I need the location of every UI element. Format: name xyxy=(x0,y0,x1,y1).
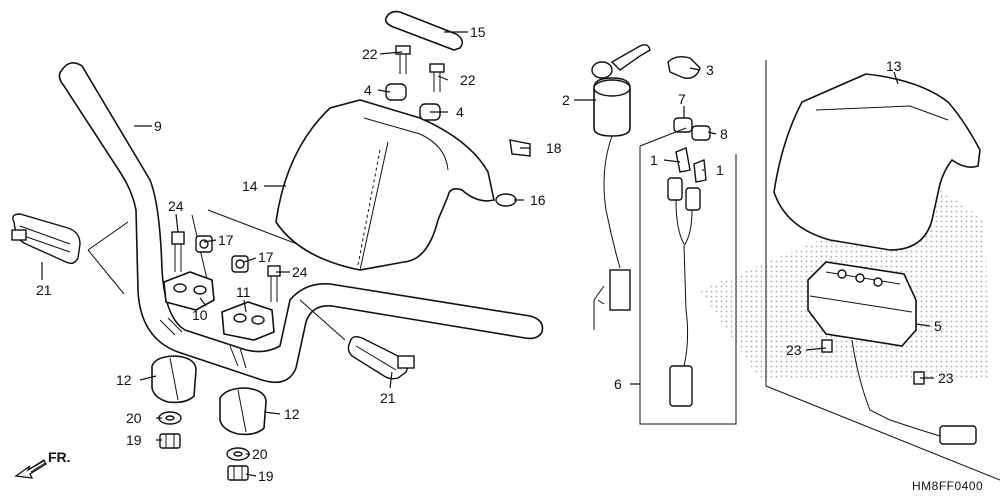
screw-22-a xyxy=(395,45,411,74)
grommet-16 xyxy=(495,193,517,207)
upper-holder-10 xyxy=(163,271,215,311)
bolt-24-left xyxy=(171,231,185,272)
cable-band-right xyxy=(347,335,415,380)
callout-15: 15 xyxy=(470,24,486,40)
diagram-code: HM8FF0400 xyxy=(912,479,983,493)
callout-12-a: 12 xyxy=(116,372,132,388)
lower-holder-12-left xyxy=(151,355,197,404)
callout-24-a: 24 xyxy=(168,198,184,214)
screw-22-b xyxy=(429,63,445,92)
front-arrow-icon xyxy=(14,459,47,479)
callout-23-a: 23 xyxy=(786,342,802,358)
guide-lines xyxy=(87,209,361,341)
ignition-switch-2 xyxy=(591,43,651,330)
grommet-4-a xyxy=(385,83,407,101)
meter-cover-13 xyxy=(773,73,981,251)
callout-14: 14 xyxy=(242,178,258,194)
callout-2: 2 xyxy=(562,92,570,108)
cap-3 xyxy=(667,55,701,79)
washer-20-left xyxy=(158,411,182,425)
nut-19-right xyxy=(227,465,249,481)
callout-22-b: 22 xyxy=(460,72,476,88)
callout-16: 16 xyxy=(530,192,546,208)
handlebar-pipe xyxy=(58,62,544,384)
nut-19-left xyxy=(159,433,181,449)
screw-23-a xyxy=(821,339,833,353)
meter-frame xyxy=(765,60,1000,481)
nut-17-b xyxy=(231,255,249,273)
callout-18: 18 xyxy=(546,140,562,156)
callout-7: 7 xyxy=(678,91,686,107)
callout-23-b: 23 xyxy=(938,370,954,386)
callout-17-b: 17 xyxy=(258,249,274,265)
callout-4-a: 4 xyxy=(364,82,372,98)
callout-10: 10 xyxy=(192,307,208,323)
callout-3: 3 xyxy=(706,62,714,78)
bulb-1-b xyxy=(693,159,707,183)
callout-20-a: 20 xyxy=(126,410,142,426)
callout-20-b: 20 xyxy=(252,446,268,462)
callout-21-a: 21 xyxy=(36,282,52,298)
callout-8: 8 xyxy=(720,126,728,142)
bulb-1-a xyxy=(675,147,691,173)
callout-1-b: 1 xyxy=(716,162,724,178)
callout-5: 5 xyxy=(934,318,942,334)
callout-12-b: 12 xyxy=(284,406,300,422)
callout-11: 11 xyxy=(236,284,251,300)
handlebar-cover-14 xyxy=(275,99,495,271)
callout-24-b: 24 xyxy=(292,264,308,280)
washer-20-right xyxy=(226,447,250,461)
nut-17-a xyxy=(195,235,213,253)
upper-holder-11 xyxy=(221,301,275,341)
callout-9: 9 xyxy=(154,118,162,134)
callout-22-a: 22 xyxy=(362,46,378,62)
rubber-pad-15 xyxy=(384,10,464,51)
bolt-24-right xyxy=(267,265,281,302)
cable-band-left xyxy=(11,213,81,265)
callout-17-a: 17 xyxy=(218,232,234,248)
callout-19-a: 19 xyxy=(126,432,142,448)
lower-holder-12-right xyxy=(219,387,267,436)
meter-5 xyxy=(807,261,977,445)
cap-8 xyxy=(691,125,711,141)
cap-7 xyxy=(673,117,693,133)
callout-19-b: 19 xyxy=(258,468,274,484)
callout-1-a: 1 xyxy=(650,152,658,168)
leader-lines xyxy=(41,31,934,477)
callout-6: 6 xyxy=(614,376,622,392)
callout-13: 13 xyxy=(886,58,902,74)
callout-4-b: 4 xyxy=(456,104,464,120)
front-direction-label: FR. xyxy=(48,449,71,465)
callout-21-b: 21 xyxy=(380,390,396,406)
harness-6 xyxy=(667,177,701,407)
